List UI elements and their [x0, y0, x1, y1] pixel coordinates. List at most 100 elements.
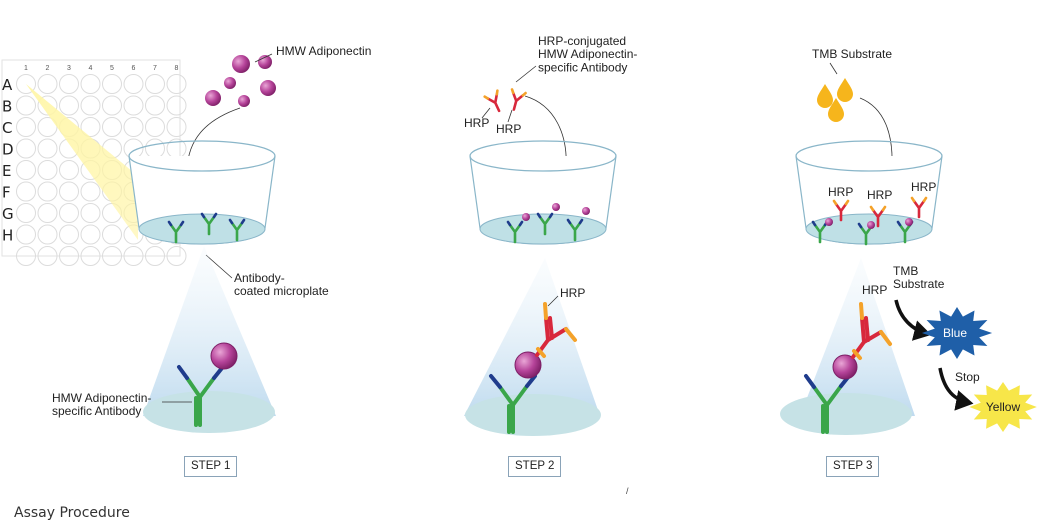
- plate-well: [102, 224, 122, 245]
- step1-antibody-label: HMW Adiponectin-specific Antibody: [52, 391, 151, 418]
- plate-column-label: 6: [132, 65, 136, 72]
- plate-well: [145, 246, 165, 266]
- step3-reagent-label: TMB Substrate: [812, 47, 892, 61]
- plate-well: [80, 74, 101, 94]
- hrp-antibody: [505, 88, 527, 113]
- step3-well: [795, 140, 943, 246]
- plate-well: [166, 246, 187, 266]
- stop-label: Stop: [955, 370, 980, 384]
- blue-color-burst: [921, 307, 993, 359]
- plate-row-label: F: [2, 184, 11, 202]
- yellow-color-burst: [969, 382, 1037, 432]
- step1-well: [128, 140, 276, 245]
- plate-well: [16, 138, 36, 159]
- step3-hrp-label: HRP: [828, 185, 853, 199]
- step-2-label: STEP 2: [508, 456, 562, 477]
- plate-well: [145, 74, 165, 94]
- plate-row-label: A: [2, 76, 13, 94]
- plate-row-label: D: [2, 141, 14, 159]
- plate-well: [37, 246, 58, 266]
- adiponectin-molecule: [867, 221, 875, 229]
- plate-column-label: 2: [46, 65, 50, 72]
- step-3-panel: TMB Substrate HRP HRP HRP: [780, 47, 1037, 435]
- plate-well: [16, 224, 36, 245]
- plate-well: [59, 181, 79, 202]
- plate-well: [102, 95, 122, 116]
- step2-hrp-label: HRP: [464, 116, 489, 130]
- plate-well: [80, 246, 101, 266]
- adiponectin-molecule: [552, 203, 560, 211]
- plate-well: [16, 160, 36, 180]
- plate-well: [37, 224, 58, 245]
- plate-column-label: 5: [110, 65, 114, 72]
- well-rim: [795, 140, 943, 172]
- adiponectin-molecule: [582, 207, 590, 215]
- plate-well: [166, 117, 187, 137]
- adiponectin-molecule: [905, 218, 913, 226]
- plate-well: [37, 181, 58, 202]
- plate-well: [59, 95, 79, 116]
- adiponectin-molecule: [232, 55, 250, 73]
- step2-hrp-label: HRP: [496, 122, 521, 136]
- zoom-sandwich-complex: [804, 302, 892, 434]
- plate-row-label: E: [2, 162, 11, 180]
- zoom-surface: [780, 393, 912, 435]
- step1-reagent-label: HMW Adiponectin: [276, 44, 371, 58]
- adiponectin-molecule: [832, 354, 858, 380]
- plate-well: [37, 138, 58, 159]
- plate-well: [16, 203, 36, 223]
- plate-well: [37, 160, 58, 180]
- well-liquid: [479, 213, 607, 245]
- adiponectin-molecule: [514, 351, 542, 379]
- plate-well: [145, 95, 165, 116]
- zoom-antibody-complex: [177, 342, 238, 427]
- zoom-sandwich-complex: [489, 302, 577, 434]
- adiponectin-molecule: [522, 213, 530, 221]
- plate-column-label: 1: [24, 65, 28, 72]
- plate-well: [166, 95, 187, 116]
- plate-column-label: 8: [175, 65, 179, 72]
- step3-hrp-label: HRP: [911, 180, 936, 194]
- plate-well: [59, 224, 79, 245]
- zoom-surface: [465, 394, 601, 436]
- plate-well: [37, 74, 58, 94]
- plate-well: [16, 117, 36, 137]
- step1-well-label: Antibody-coated microplate: [234, 271, 329, 298]
- plate-well: [80, 117, 101, 137]
- plate-well: [80, 224, 101, 245]
- adiponectin-molecules: [205, 55, 276, 107]
- plate-well: [145, 117, 165, 137]
- plate-column-label: 4: [89, 65, 93, 72]
- plate-well: [16, 74, 36, 94]
- plate-well: [80, 203, 101, 223]
- step-1-panel: HMW Adiponectin Antibody-coated micropla…: [52, 44, 371, 433]
- plate-row-label: H: [2, 227, 13, 245]
- zoom-beam: [464, 258, 600, 416]
- adiponectin-molecule: [260, 80, 276, 96]
- plate-well: [123, 95, 144, 116]
- adiponectin-molecule: [825, 218, 833, 226]
- plate-well: [102, 117, 122, 137]
- plate-row-label: B: [2, 98, 12, 116]
- step2-well: [469, 140, 617, 245]
- plate-well: [59, 246, 79, 266]
- adiponectin-molecule: [205, 90, 221, 106]
- plate-well: [16, 181, 36, 202]
- plate-row-label: G: [2, 205, 14, 223]
- plate-well: [37, 203, 58, 223]
- adiponectin-molecule: [224, 77, 236, 89]
- plate-well: [166, 74, 187, 94]
- plate-column-label: 7: [153, 65, 157, 72]
- plate-well: [102, 74, 122, 94]
- plate-well: [37, 95, 58, 116]
- plate-highlight-beam: [26, 84, 138, 240]
- stray-mark: /: [626, 486, 629, 496]
- substrate-drops: [817, 78, 853, 122]
- step-3-label: STEP 3: [826, 456, 880, 477]
- plate-well: [59, 74, 79, 94]
